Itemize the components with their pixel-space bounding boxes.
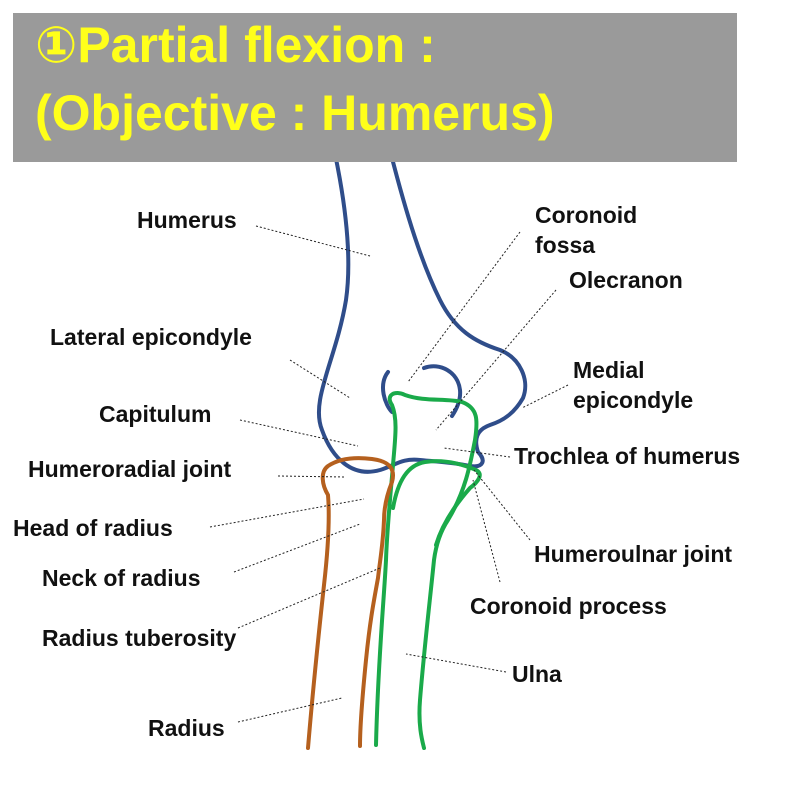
label-olecranon: Olecranon [569, 267, 683, 293]
leader-humeroulnar-joint [473, 469, 531, 541]
leader-capitulum [239, 419, 359, 447]
labels: Humerus Coronoid fossa Olecranon Lateral… [13, 202, 740, 741]
leader-humeroradial-joint [277, 475, 346, 478]
label-trochlea: Trochlea of humerus [514, 443, 740, 469]
label-humeroradial-joint: Humeroradial joint [28, 456, 232, 482]
label-lateral-epicondyle: Lateral epicondyle [50, 324, 252, 350]
leader-coronoid-fossa [407, 231, 521, 383]
leader-ulna [405, 653, 507, 673]
label-radius-tuberosity: Radius tuberosity [42, 625, 236, 651]
label-medial-epicondyle-line2: epicondyle [573, 387, 693, 413]
label-humerus: Humerus [137, 207, 237, 233]
leader-radius [237, 697, 343, 723]
humerus-bone [306, 46, 528, 474]
leader-lines [209, 225, 569, 723]
leader-olecranon [435, 289, 557, 431]
label-medial-epicondyle-line1: Medial [573, 357, 645, 383]
title-line-1: ①Partial flexion : [35, 17, 436, 73]
leader-medial-epicondyle [521, 384, 569, 409]
leader-radius-tuberosity [237, 567, 381, 629]
radius-bone [306, 456, 395, 750]
label-neck-of-radius: Neck of radius [42, 565, 201, 591]
leader-trochlea [443, 447, 511, 458]
label-head-of-radius: Head of radius [13, 515, 173, 541]
label-capitulum: Capitulum [99, 401, 211, 427]
leader-neck-of-radius [233, 523, 361, 573]
ulna-bone [374, 391, 482, 750]
leader-head-of-radius [209, 498, 365, 528]
label-coronoid-fossa-line2: fossa [535, 232, 595, 258]
label-coronoid-fossa-line1: Coronoid [535, 202, 637, 228]
label-coronoid-process: Coronoid process [470, 593, 667, 619]
title-banner: ①Partial flexion : (Objective : Humerus) [13, 13, 737, 162]
label-radius: Radius [148, 715, 225, 741]
label-humeroulnar-joint: Humeroulnar joint [534, 541, 732, 567]
title-line-2: (Objective : Humerus) [35, 85, 555, 141]
label-ulna: Ulna [512, 661, 562, 687]
leader-coronoid-process [472, 479, 501, 583]
leader-humerus [255, 225, 371, 257]
